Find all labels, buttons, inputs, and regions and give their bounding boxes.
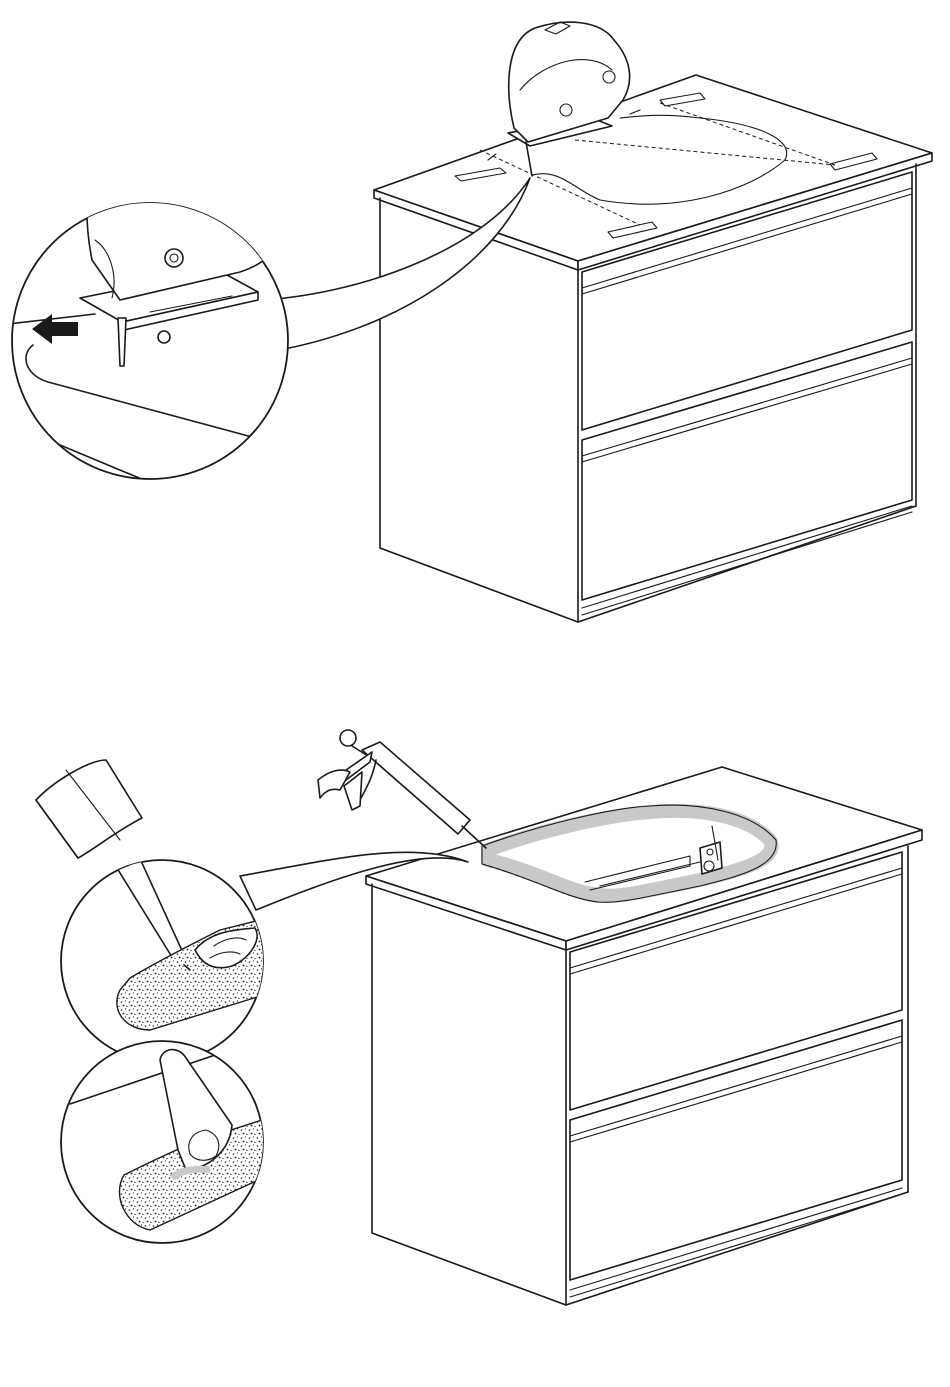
step-apply-sealant [36, 730, 922, 1305]
detail-loupe-jigsaw [0, 98, 300, 520]
step-cut-countertop [0, 22, 932, 622]
detail-loupe-nozzle [36, 760, 280, 1062]
finger-smoothing-icon [61, 1041, 280, 1243]
cabinet-icon [374, 75, 932, 622]
cabinet-icon [366, 767, 922, 1305]
caulking-gun-icon [318, 730, 486, 848]
